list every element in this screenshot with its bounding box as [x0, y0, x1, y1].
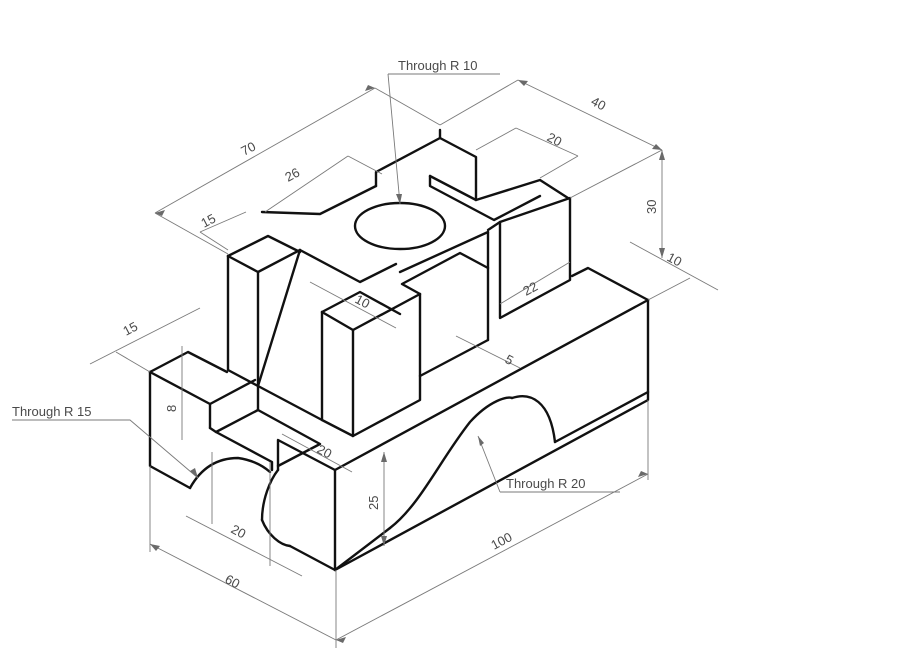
dim-70: 70: [238, 139, 258, 159]
dim-10-slot: 10: [353, 291, 373, 311]
dim-30: 30: [644, 200, 659, 214]
dim-25: 25: [366, 496, 381, 510]
note-through-r20: Through R 20: [506, 476, 586, 491]
dim-26: 26: [282, 165, 302, 185]
dim-20-bottom: 20: [229, 521, 249, 541]
dim-20-top: 20: [545, 129, 565, 149]
dim-22: 22: [520, 279, 540, 299]
dim-8: 8: [164, 405, 179, 412]
dimension-arrowheads: [150, 80, 665, 643]
dim-15-left: 15: [120, 319, 140, 339]
note-through-r10: Through R 10: [398, 58, 478, 73]
part-outline: [148, 128, 650, 572]
dim-60: 60: [223, 571, 243, 591]
note-through-r15: Through R 15: [12, 404, 92, 419]
dim-10-right: 10: [665, 249, 685, 269]
dim-20-mid: 20: [315, 441, 335, 461]
dimension-lines: [12, 73, 719, 648]
dim-5: 5: [503, 351, 516, 368]
dim-100: 100: [488, 529, 514, 552]
dim-40: 40: [589, 93, 609, 113]
dim-15-top: 15: [198, 211, 218, 231]
through-notes: Through R 10 Through R 15 Through R 20: [12, 58, 586, 491]
